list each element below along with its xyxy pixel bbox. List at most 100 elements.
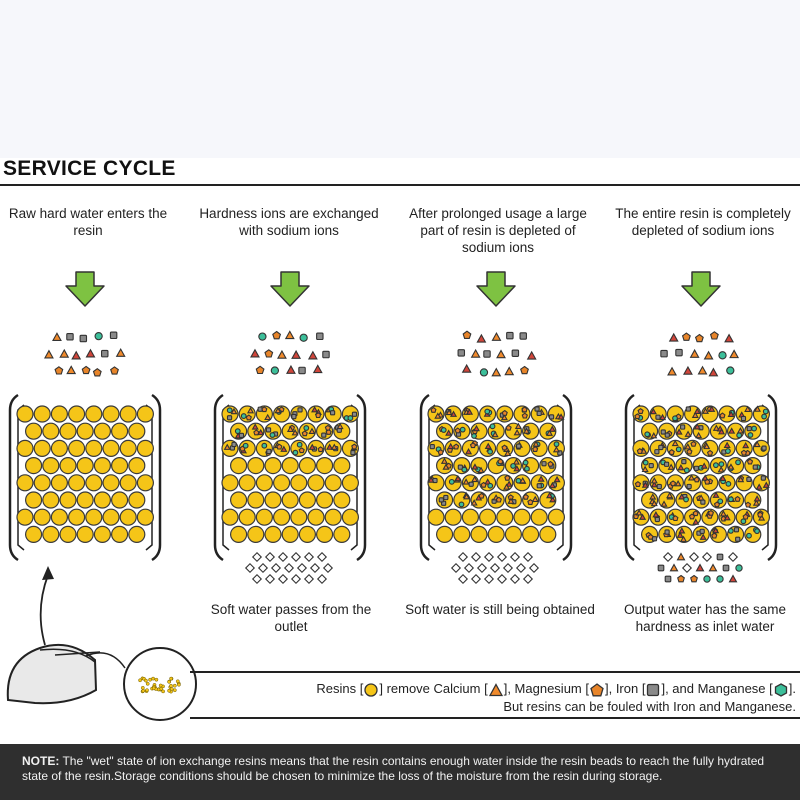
iron-ion-red <box>476 333 487 343</box>
resin-bead <box>264 525 282 544</box>
manganese-ion <box>703 575 711 583</box>
resin-bead <box>136 405 154 423</box>
resin-bead <box>24 491 43 509</box>
magnesium-ion <box>707 509 715 516</box>
resin-bead <box>136 508 154 526</box>
magnesium-ion <box>547 460 554 467</box>
iron-ion <box>238 432 245 438</box>
iron-ion <box>429 444 435 450</box>
magnesium-ion <box>709 331 719 340</box>
sodium-ion <box>476 562 488 574</box>
resin-bead <box>230 491 248 509</box>
calcium-ion <box>336 422 344 430</box>
sodium-ion <box>251 551 263 563</box>
calcium-ion <box>277 349 287 359</box>
iron-ion-red <box>723 441 731 449</box>
iron-ion-red <box>484 442 492 449</box>
calcium-ion <box>679 535 688 542</box>
iron-ion <box>699 528 705 534</box>
resin-bead <box>24 422 43 440</box>
iron-ion <box>752 464 758 470</box>
calcium-ion <box>684 443 692 450</box>
resin-bead <box>316 491 334 509</box>
manganese-ion <box>242 442 249 449</box>
resin-bead <box>59 457 77 475</box>
resin-bead <box>102 474 120 492</box>
step-2-group <box>213 271 367 585</box>
resin-bead <box>521 525 540 544</box>
manganese-ion <box>725 448 731 454</box>
iron-ion-red <box>286 364 296 374</box>
resin-bag-arrow-line <box>39 574 49 646</box>
calcium-ion <box>752 499 760 506</box>
calcium-ion <box>703 442 711 450</box>
resin-bead <box>632 439 650 457</box>
manganese-hexagon-icon <box>774 682 787 697</box>
note-text: NOTE: The "wet" state of ion exchange re… <box>22 754 782 784</box>
iron-ion-red <box>85 348 96 358</box>
resin-bead <box>230 457 248 475</box>
magnesium-ion <box>520 365 529 375</box>
magnesium-ion <box>325 428 332 435</box>
resin-bead <box>221 508 239 526</box>
calcium-ion <box>246 406 255 414</box>
magnesium-ion <box>324 424 332 431</box>
magnesium-ion <box>245 414 252 421</box>
iron-ion-red <box>639 513 647 520</box>
down-arrow-icon <box>65 271 105 307</box>
iron-ion-red <box>712 491 720 498</box>
resin-bead <box>238 474 256 492</box>
iron-ion <box>746 476 752 482</box>
iron-ion-red <box>472 424 481 432</box>
magnesium-ion <box>462 330 472 339</box>
manganese-ion <box>740 518 747 525</box>
loose-resin-grain <box>169 676 173 681</box>
calcium-ion <box>291 429 299 436</box>
magnesium-ion <box>501 409 508 416</box>
manganese-ion <box>735 564 743 572</box>
resin-bead <box>33 474 51 492</box>
iron-ion-red <box>454 474 462 482</box>
resin-bead <box>128 525 146 544</box>
iron-ion-red <box>537 475 545 482</box>
loose-resin-grain <box>140 685 145 690</box>
sodium-ion <box>727 551 739 563</box>
magnesium-ion <box>317 446 324 453</box>
resin-bead <box>42 457 60 475</box>
magnesium-ion <box>681 332 691 341</box>
iron-ion <box>716 553 724 561</box>
resin-bead <box>16 508 34 526</box>
manganese-ion <box>258 332 267 341</box>
magnesium-ion <box>690 574 698 583</box>
iron-ion-red <box>693 407 701 414</box>
manganese-ion <box>644 431 651 438</box>
iron-ion <box>536 483 542 489</box>
manganese-ion <box>717 498 724 505</box>
magnesium-ion <box>668 449 675 455</box>
magnesium-ion <box>527 499 534 505</box>
resin-bead <box>273 474 291 492</box>
iron-ion <box>733 527 740 533</box>
sodium-ion <box>257 562 269 574</box>
resin-bead <box>230 525 248 544</box>
resin-bead <box>136 439 154 457</box>
manganese-ion <box>553 441 560 448</box>
step-1-caption: Raw hard water enters the resin <box>8 206 168 238</box>
manganese-ion <box>234 428 241 435</box>
magnesium-ion <box>522 493 529 500</box>
iron-ion <box>735 536 741 542</box>
magnesium-ion <box>501 444 508 451</box>
loose-resin-grain <box>158 683 163 688</box>
resin-bead <box>290 474 308 492</box>
resin-bead <box>42 422 60 440</box>
calcium-ion <box>545 429 553 436</box>
magnesium-ion <box>298 447 305 454</box>
sodium-ion <box>290 551 302 563</box>
sodium-ion <box>457 573 469 585</box>
resin-bead <box>530 508 548 526</box>
calcium-ion <box>753 405 761 412</box>
resin-bead <box>333 491 351 509</box>
calcium-ion <box>286 425 295 432</box>
calcium-ion <box>695 431 703 439</box>
calcium-ion <box>230 407 238 415</box>
